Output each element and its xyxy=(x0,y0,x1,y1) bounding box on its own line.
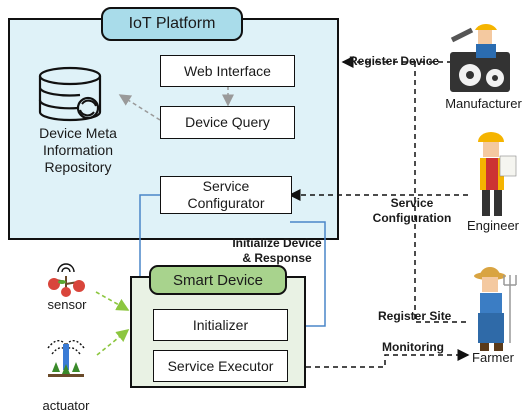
initializer-box: Initializer xyxy=(153,309,288,341)
line-initializer-to-config xyxy=(288,221,326,327)
arrow-query-to-repo xyxy=(118,94,161,121)
arrow-actuator-to-device xyxy=(96,328,130,356)
actuator-label: actuator xyxy=(42,398,90,413)
initialize-device-line-1: Initialize Device xyxy=(232,236,322,250)
service-configurator-box: Service Configurator xyxy=(160,176,292,214)
actuator-icon xyxy=(47,340,85,377)
farmer-label: Farmer xyxy=(472,350,514,365)
repository-line-3: Repository xyxy=(44,159,112,175)
repository-line-1: Device Meta xyxy=(39,125,117,141)
repository-label: Device Meta Information Repository xyxy=(18,125,138,176)
service-configuration-line-1: Service xyxy=(390,196,434,210)
web-interface-box: Web Interface xyxy=(160,55,295,87)
database-icon xyxy=(38,66,102,122)
service-configuration-line-2: Configuration xyxy=(372,211,452,225)
device-query-box: Device Query xyxy=(160,106,295,139)
line-monitoring xyxy=(288,349,470,368)
service-configurator-line-2: Configurator xyxy=(187,195,265,211)
initialize-device-label: Initialize Device & Response xyxy=(228,236,326,266)
manufacturer-icon xyxy=(450,23,510,92)
engineer-label: Engineer xyxy=(466,218,520,233)
sensor-label: sensor xyxy=(47,297,87,312)
register-site-label: Register Site xyxy=(378,309,452,323)
service-configurator-line-1: Service xyxy=(202,178,250,194)
monitoring-label: Monitoring xyxy=(382,340,444,354)
service-configuration-label: Service Configuration xyxy=(370,196,454,226)
sensor-icon xyxy=(48,263,85,297)
smart-device-title: Smart Device xyxy=(149,265,287,295)
register-device-label: Register Device xyxy=(349,54,440,68)
repository-line-2: Information xyxy=(42,142,114,158)
service-executor-box: Service Executor xyxy=(153,350,288,382)
platform-title: IoT Platform xyxy=(101,7,243,41)
manufacturer-label: Manufacturer xyxy=(445,96,522,111)
initialize-device-line-2: & Response xyxy=(242,251,312,265)
engineer-icon xyxy=(478,132,517,216)
farmer-icon xyxy=(474,267,517,351)
arrow-sensor-to-device xyxy=(95,291,130,311)
